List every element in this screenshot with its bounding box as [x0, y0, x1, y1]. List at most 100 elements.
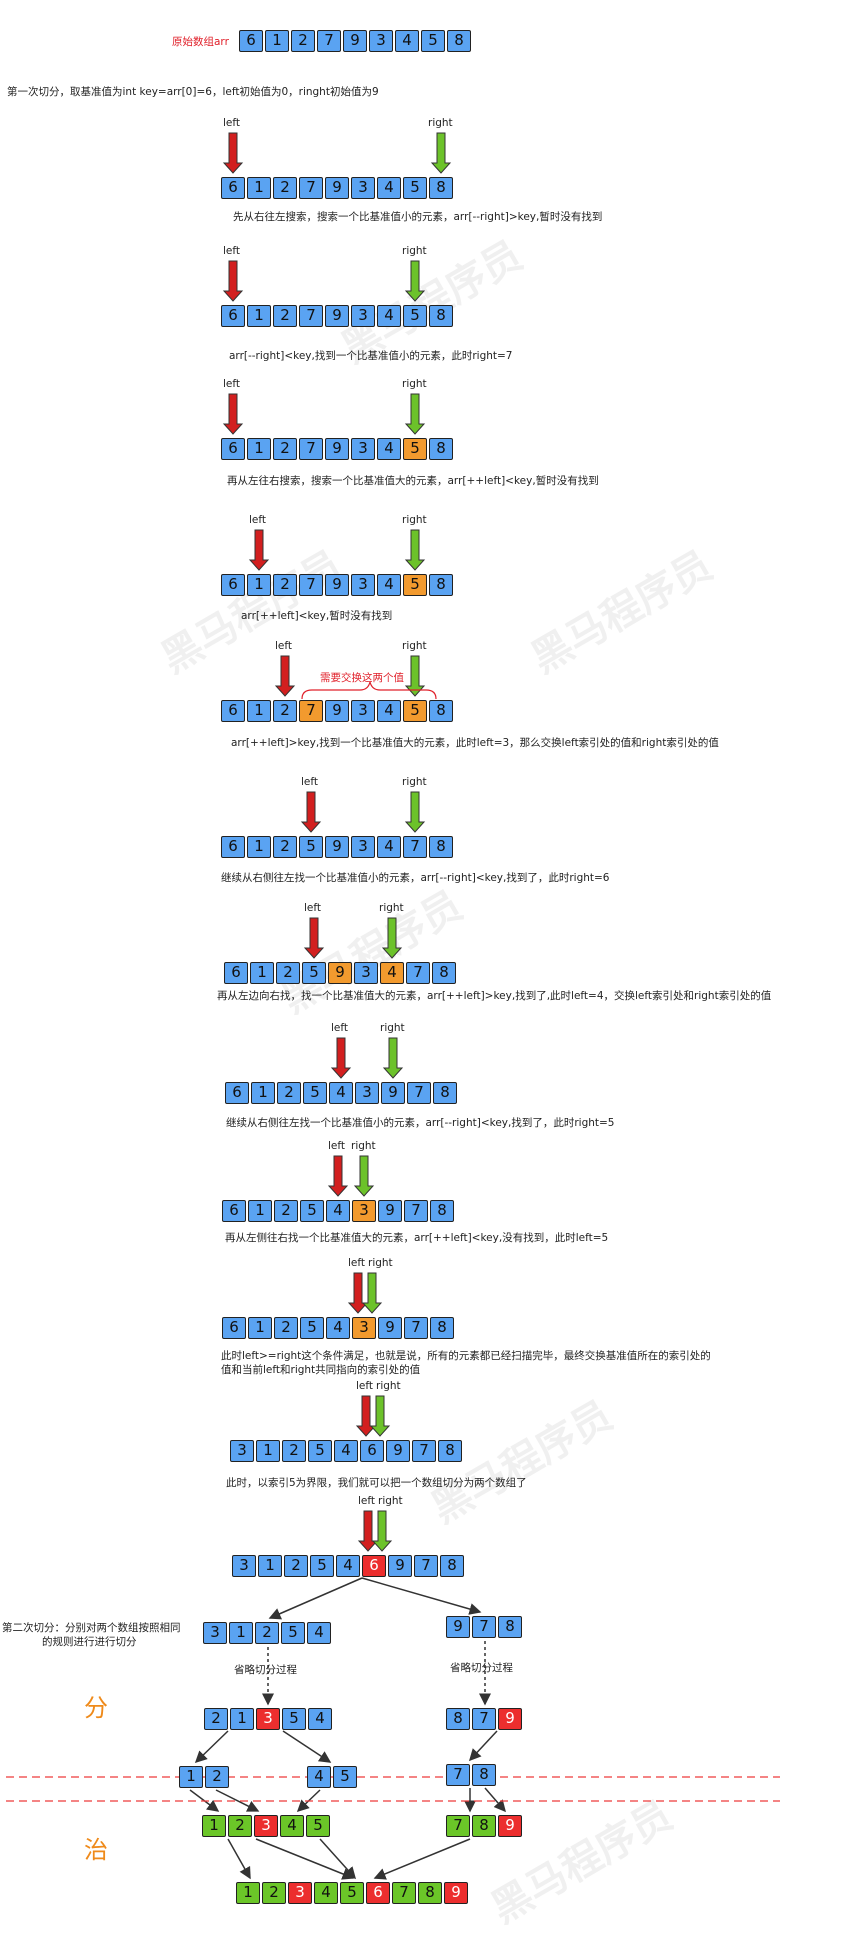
array-cell: 5	[300, 1200, 324, 1222]
left-pointer-label: left	[223, 378, 241, 390]
array-cell: 4	[377, 700, 401, 722]
omit-label-right: 省略切分过程	[450, 1662, 513, 1674]
array-cell: 4	[308, 1708, 332, 1730]
array-cell: 6	[225, 1082, 249, 1104]
array-cell: 9	[325, 438, 349, 460]
step-caption: 此时，以索引5为界限，我们就可以把一个数组切分为两个数组了	[226, 1477, 527, 1489]
pointer-arrow	[404, 260, 426, 302]
array-cell: 3	[369, 30, 393, 52]
array-cell: 2	[273, 305, 297, 327]
array-cell: 8	[438, 1440, 462, 1462]
step-caption: arr[++left]<key,暂时没有找到	[241, 610, 393, 622]
pointer-arrow	[357, 1510, 379, 1552]
pointer-arrow	[371, 1510, 393, 1552]
array-cell: 6	[221, 305, 245, 327]
array-cell: 5	[299, 836, 323, 858]
array-cell: 3	[354, 962, 378, 984]
left-pointer-label: left	[356, 1380, 374, 1392]
pointer-arrow	[222, 393, 244, 435]
pointer-arrow	[303, 917, 325, 959]
array-cell: 8	[429, 305, 453, 327]
array-cell: 3	[230, 1440, 254, 1462]
left-pointer-label: left	[223, 245, 241, 257]
connector-line	[361, 1577, 482, 1615]
array-cell: 9	[325, 177, 349, 199]
array-cell: 2	[255, 1622, 279, 1644]
array-cell: 2	[273, 177, 297, 199]
array-cell: 2	[205, 1766, 229, 1788]
left-pointer-label: left	[275, 640, 293, 652]
array-cell: 6	[222, 1317, 246, 1339]
array-cell: 2	[284, 1555, 308, 1577]
array-cell: 1	[247, 177, 271, 199]
array-cell: 8	[429, 700, 453, 722]
array-cell: 3	[351, 438, 375, 460]
array-cell: 5	[300, 1317, 324, 1339]
left-pointer-label: left	[223, 117, 241, 129]
connector-line	[215, 1789, 260, 1812]
pointer-arrow	[222, 260, 244, 302]
pointer-arrow	[330, 1037, 352, 1079]
array-cell: 5	[306, 1815, 330, 1837]
array-cell: 5	[421, 30, 445, 52]
array-cell: 9	[325, 574, 349, 596]
array-cell: 9	[388, 1555, 412, 1577]
array-cell: 1	[258, 1555, 282, 1577]
array-cell: 6	[222, 1200, 246, 1222]
array-cell: 1	[256, 1440, 280, 1462]
array-cell: 5	[310, 1555, 334, 1577]
array-cell: 4	[314, 1882, 338, 1904]
array-cell: 1	[202, 1815, 226, 1837]
array-cell: 5	[403, 438, 427, 460]
array-cell: 7	[414, 1555, 438, 1577]
array-cell: 7	[317, 30, 341, 52]
array-cell: 4	[307, 1622, 331, 1644]
connector-line	[268, 1577, 363, 1620]
array-cell: 1	[248, 1200, 272, 1222]
step-caption: 再从左侧往右找一个比基准值大的元素，arr[++left]<key,没有找到，此…	[225, 1232, 609, 1244]
array-cell: 8	[472, 1815, 496, 1837]
array-cell: 8	[440, 1555, 464, 1577]
connector-line	[255, 1838, 355, 1880]
array-cell: 8	[430, 1317, 454, 1339]
array-cell: 8	[447, 30, 471, 52]
step-caption: 再从左往右搜索，搜索一个比基准值大的元素，arr[++left]<key,暂时没…	[227, 475, 599, 487]
array-cell: 1	[247, 438, 271, 460]
step-caption: 值和当前left和right共同指向的索引处的值	[221, 1364, 421, 1376]
pointer-arrow	[404, 655, 426, 697]
array-cell: 3	[352, 1200, 376, 1222]
array-cell: 3	[256, 1708, 280, 1730]
array-cell: 3	[351, 700, 375, 722]
array-cell: 3	[203, 1622, 227, 1644]
array-cell: 7	[299, 700, 323, 722]
right-pointer-label: right	[380, 1022, 405, 1034]
array-cell: 6	[239, 30, 263, 52]
array-cell: 1	[247, 574, 271, 596]
connector-line	[373, 1838, 471, 1880]
array-cell: 6	[221, 438, 245, 460]
array-cell: 1	[248, 1317, 272, 1339]
array-cell: 1	[179, 1766, 203, 1788]
connector-line	[319, 1838, 357, 1880]
right-pointer-label: right	[378, 1495, 403, 1507]
pointer-arrow	[248, 529, 270, 571]
array-cell: 4	[377, 177, 401, 199]
left-pointer-label: left	[301, 776, 319, 788]
array-cell: 3	[351, 305, 375, 327]
conquer-label: 治	[84, 1836, 108, 1864]
connector-line	[468, 1730, 498, 1762]
array-cell: 9	[498, 1815, 522, 1837]
right-pointer-label: right	[402, 776, 427, 788]
array-cell: 2	[276, 962, 300, 984]
divide-label: 分	[84, 1694, 108, 1722]
swap-note: 需要交换这两个值	[320, 672, 404, 684]
array-cell: 4	[377, 305, 401, 327]
